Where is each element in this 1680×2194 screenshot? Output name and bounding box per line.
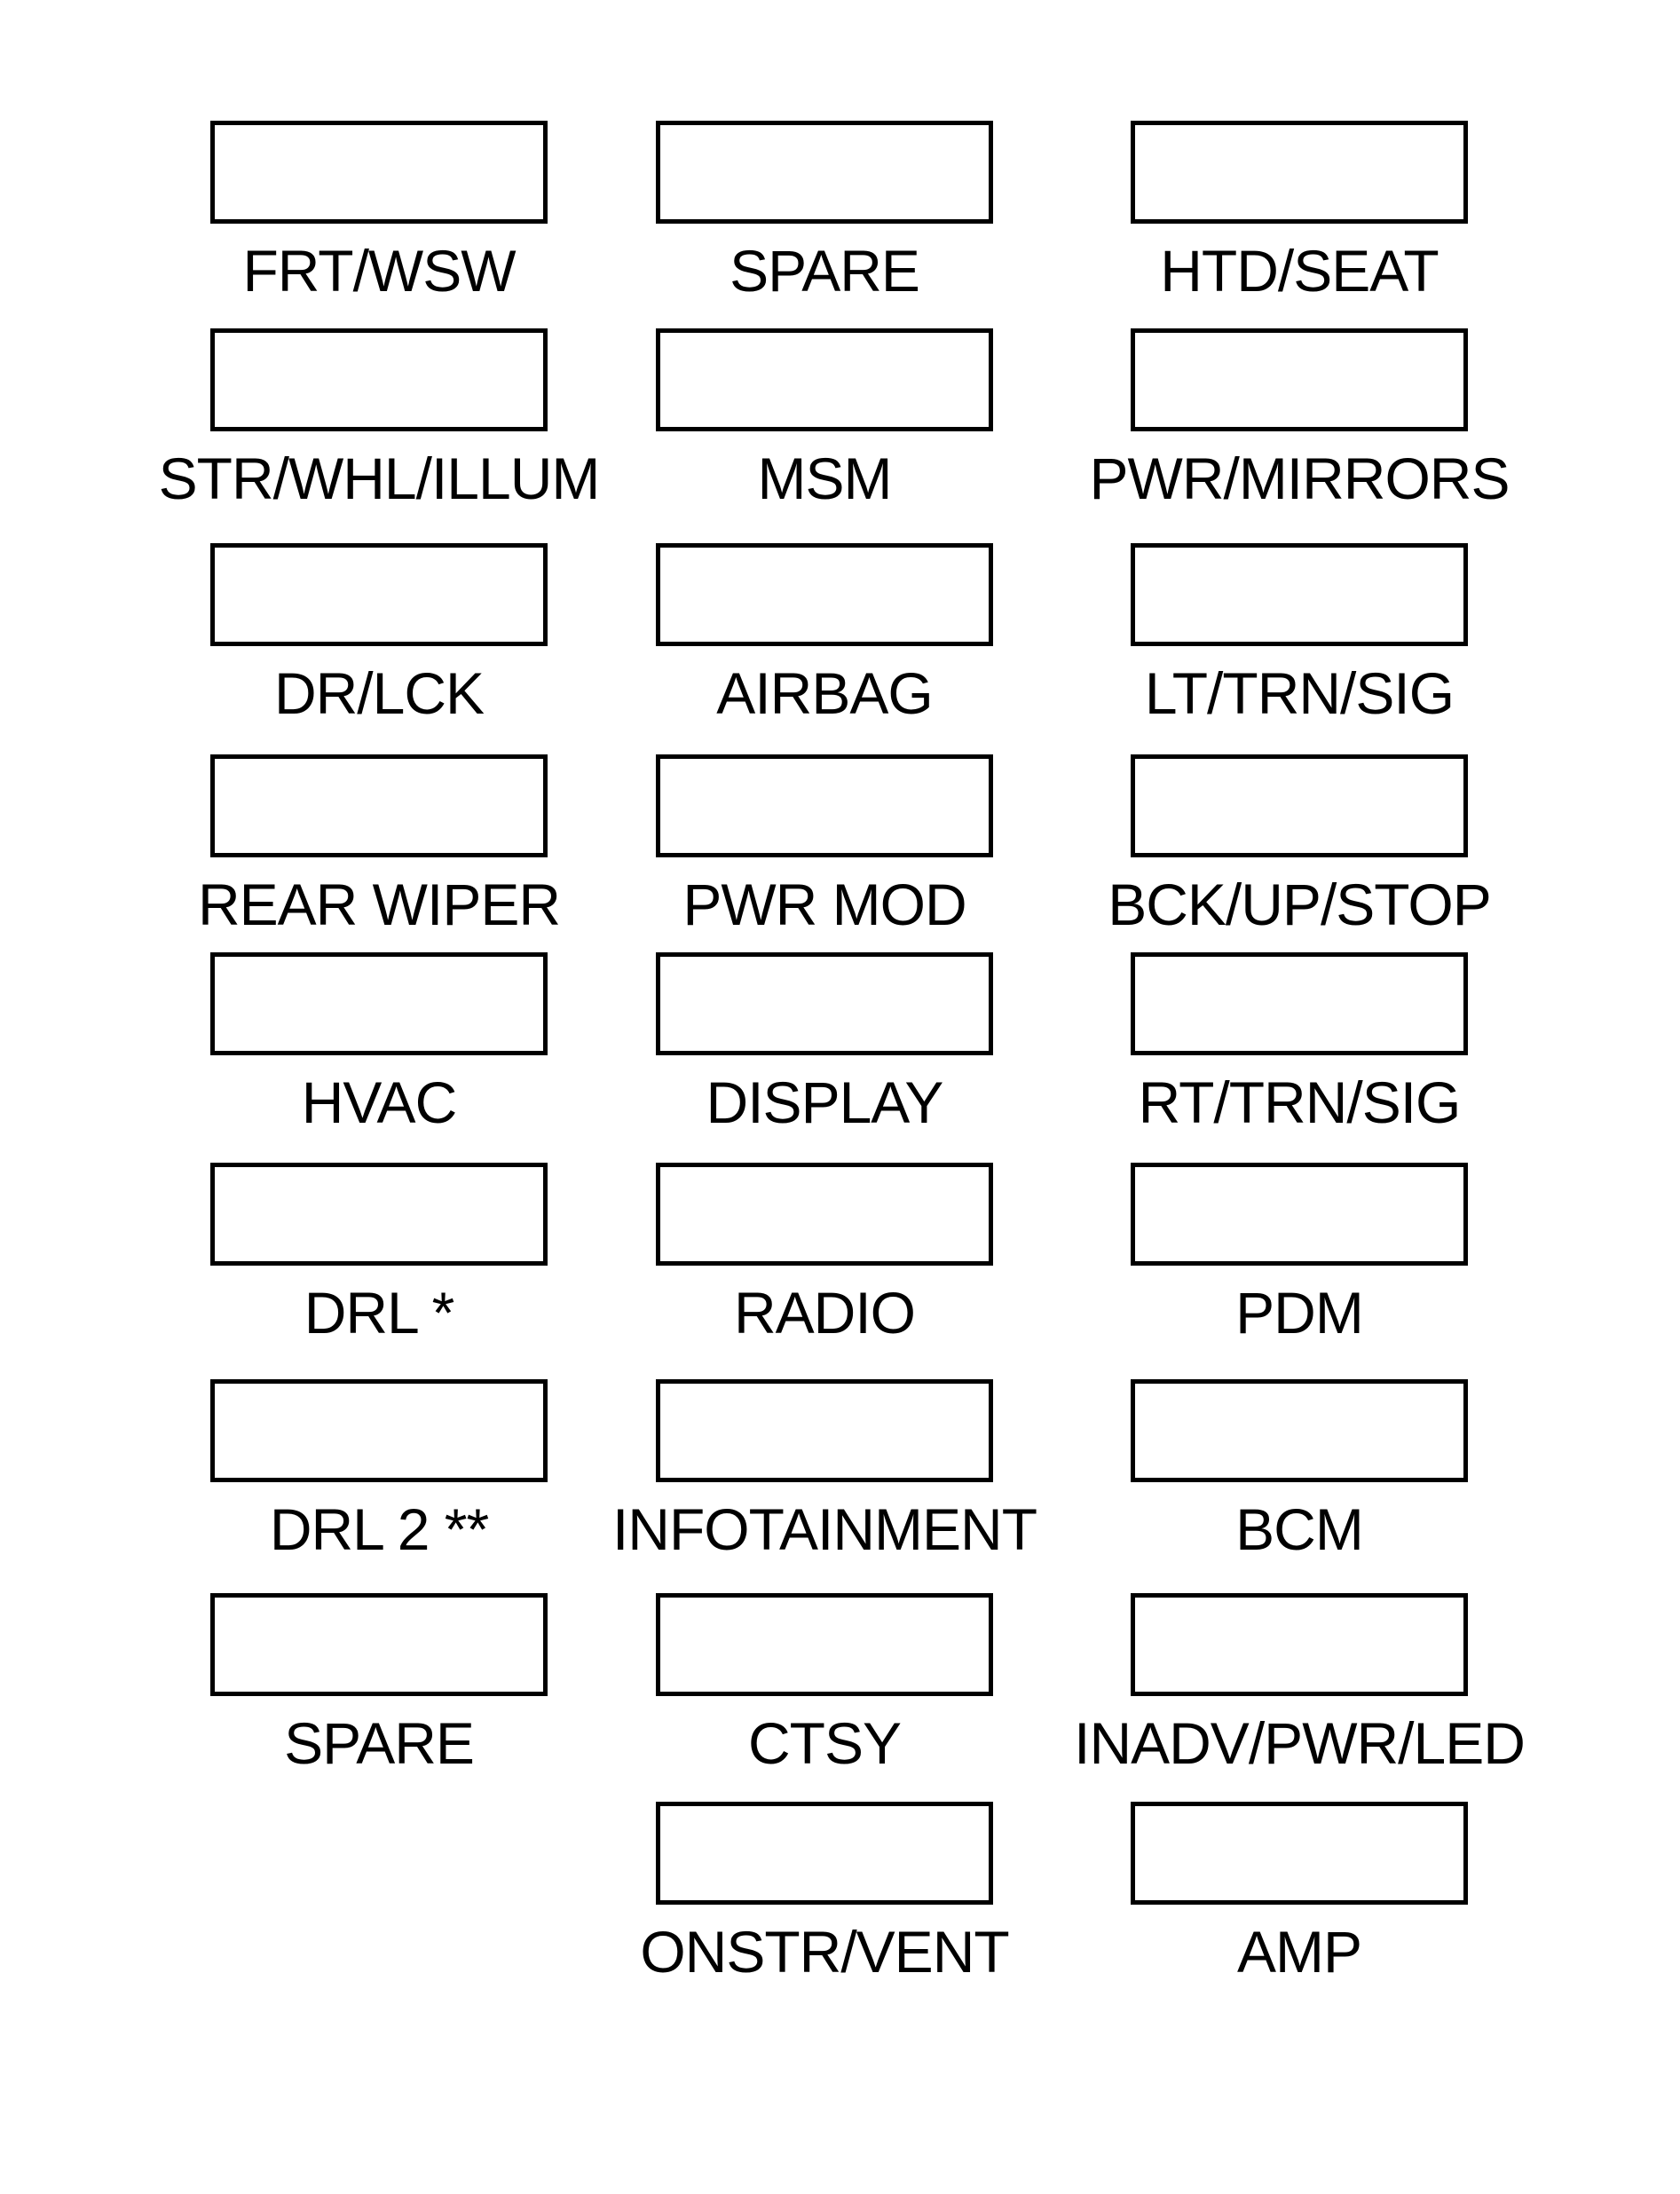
fuse-cell: CTSY: [656, 1593, 993, 1797]
fuse-label: HTD/SEAT: [1160, 238, 1439, 304]
fuse-label: PDM: [1235, 1280, 1364, 1346]
fuse-cell: PWR/MIRRORS: [1090, 328, 1510, 533]
fuse-slot: [210, 543, 548, 646]
fuse-slot: [656, 1802, 993, 1905]
fuse-slot: [1131, 1593, 1468, 1696]
fuse-label: CTSY: [747, 1710, 902, 1776]
fuse-cell: MSM: [656, 328, 993, 533]
fuse-cell: INFOTAINMENT: [612, 1379, 1037, 1583]
fuse-cell: RT/TRN/SIG: [1131, 952, 1468, 1156]
fuse-cell: RADIO: [656, 1163, 993, 1367]
fuse-label: REAR WIPER: [197, 872, 561, 937]
fuse-slot: [656, 328, 993, 431]
fuse-cell: BCM: [1131, 1379, 1468, 1583]
fuse-label: AIRBAG: [716, 660, 933, 726]
fuse-label: MSM: [757, 446, 893, 511]
fuse-cell: ONSTR/VENT: [640, 1802, 1010, 2006]
fuse-slot: [1131, 952, 1468, 1055]
fuse-label: PWR MOD: [682, 872, 966, 937]
fuse-slot: [1131, 1802, 1468, 1905]
fuse-cell: SPARE: [656, 121, 993, 325]
fuse-label: FRT/WSW: [242, 238, 516, 304]
fuse-cell: FRT/WSW: [210, 121, 548, 325]
fuse-label: INADV/PWR/LED: [1074, 1710, 1526, 1776]
fuse-slot: [210, 952, 548, 1055]
fuse-slot: [1131, 754, 1468, 857]
fuse-cell: PWR MOD: [656, 754, 993, 959]
fuse-label: SPARE: [284, 1710, 475, 1776]
fuse-cell: PDM: [1131, 1163, 1468, 1367]
fuse-cell: AIRBAG: [656, 543, 993, 747]
fuse-slot: [656, 121, 993, 224]
fuse-slot: [1131, 1163, 1468, 1266]
fuse-slot: [210, 754, 548, 857]
fuse-label: HVAC: [301, 1069, 457, 1135]
fuse-cell: DISPLAY: [656, 952, 993, 1156]
fuse-slot: [656, 1593, 993, 1696]
fuse-slot: [1131, 121, 1468, 224]
fuse-slot: [210, 1379, 548, 1482]
fuse-label: ONSTR/VENT: [640, 1919, 1009, 1985]
fuse-slot: [1131, 543, 1468, 646]
fuse-cell: DR/LCK: [210, 543, 548, 747]
fuse-slot: [656, 754, 993, 857]
fuse-label: AMP: [1236, 1919, 1362, 1985]
fuse-cell: INADV/PWR/LED: [1074, 1593, 1526, 1797]
fuse-cell: HTD/SEAT: [1131, 121, 1468, 325]
fuse-label: SPARE: [730, 238, 920, 304]
fuse-label: RADIO: [733, 1280, 916, 1346]
fuse-label: RT/TRN/SIG: [1138, 1069, 1462, 1135]
fuse-cell: LT/TRN/SIG: [1131, 543, 1468, 747]
fuse-label: DR/LCK: [273, 660, 485, 726]
fuse-cell: SPARE: [210, 1593, 548, 1797]
fuse-label: BCM: [1235, 1496, 1364, 1562]
fuse-slot: [656, 952, 993, 1055]
fuse-slot: [210, 121, 548, 224]
fuse-label: DRL 2 **: [269, 1496, 489, 1562]
fuse-slot: [210, 1593, 548, 1696]
fuse-cell: STR/WHL/ILLUM: [159, 328, 600, 533]
fuse-label: STR/WHL/ILLUM: [158, 446, 601, 511]
fuse-slot: [1131, 1379, 1468, 1482]
fuse-slot: [656, 543, 993, 646]
fuse-label: DISPLAY: [706, 1069, 944, 1135]
fuse-label: LT/TRN/SIG: [1144, 660, 1455, 726]
fuse-label: BCK/UP/STOP: [1108, 872, 1492, 937]
fuse-label: INFOTAINMENT: [611, 1496, 1037, 1562]
fuse-slot: [210, 1163, 548, 1266]
fuse-cell: REAR WIPER: [198, 754, 561, 959]
fuse-cell: AMP: [1131, 1802, 1468, 2006]
fuse-label: PWR/MIRRORS: [1089, 446, 1510, 511]
fuse-slot: [656, 1379, 993, 1482]
fuse-cell: BCK/UP/STOP: [1108, 754, 1492, 959]
fuse-cell: DRL *: [210, 1163, 548, 1367]
fuse-slot: [656, 1163, 993, 1266]
fuse-slot: [210, 328, 548, 431]
fuse-slot: [1131, 328, 1468, 431]
fuse-cell: DRL 2 **: [210, 1379, 548, 1583]
fuse-cell: HVAC: [210, 952, 548, 1156]
fuse-label: DRL *: [304, 1280, 455, 1346]
